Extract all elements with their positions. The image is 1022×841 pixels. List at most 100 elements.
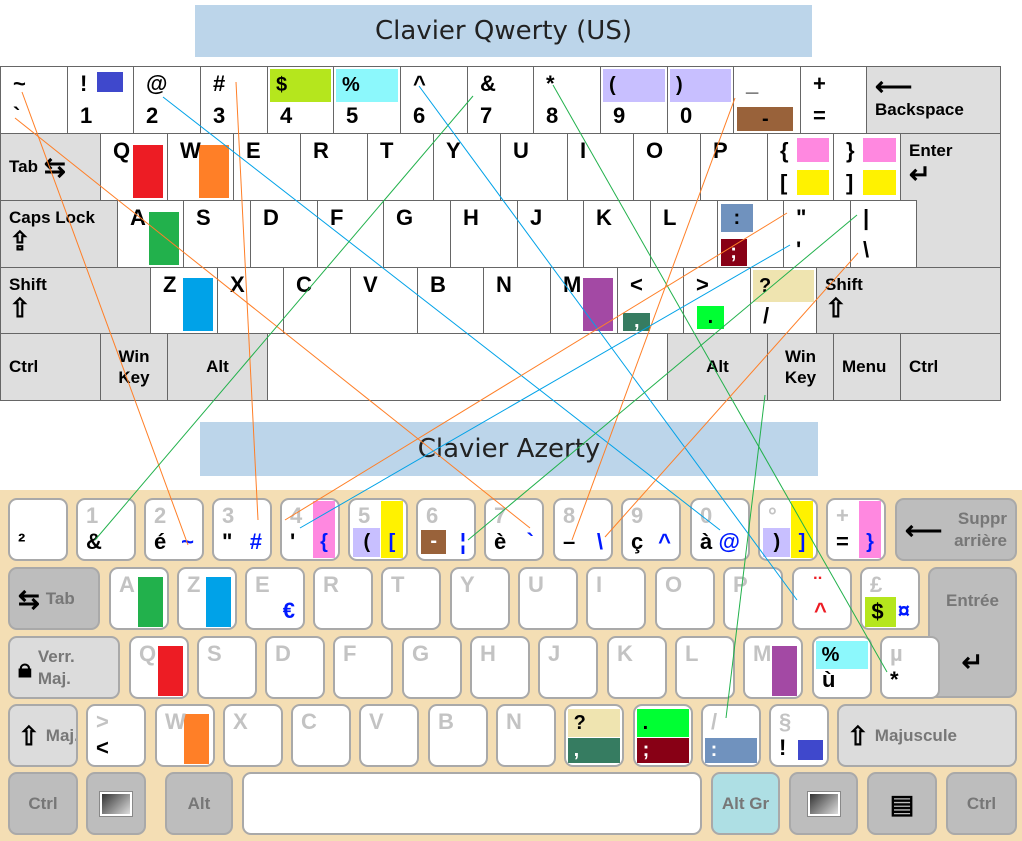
- key-h[interactable]: H: [470, 636, 530, 699]
- key-blank[interactable]: ?,: [564, 704, 624, 767]
- key-b[interactable]: B: [417, 267, 484, 334]
- key-blank[interactable]: @2: [133, 66, 201, 134]
- key-blank[interactable]: _-: [733, 66, 801, 134]
- key-9[interactable]: 9(: [600, 66, 668, 134]
- key-blank[interactable]: |\: [850, 200, 917, 268]
- key-c[interactable]: C: [283, 267, 351, 334]
- key-k[interactable]: K: [607, 636, 667, 699]
- key-k[interactable]: K: [583, 200, 651, 268]
- key-q[interactable]: Q: [129, 636, 189, 699]
- key-blank[interactable]: ▤: [867, 772, 937, 835]
- key-blank[interactable]: +=: [800, 66, 867, 134]
- key-backspace[interactable]: ⟵Backspace: [866, 66, 1001, 134]
- key-win-key[interactable]: Win Key: [100, 333, 168, 401]
- key-5[interactable]: 5%: [333, 66, 401, 134]
- key-blank[interactable]: ù%: [812, 636, 872, 699]
- key-4[interactable]: 4$: [267, 66, 334, 134]
- key-4[interactable]: 4'{: [280, 498, 340, 561]
- key-blank[interactable]: &7: [467, 66, 534, 134]
- key-x[interactable]: X: [217, 267, 284, 334]
- key-maj[interactable]: ⇧Maj.: [8, 704, 78, 767]
- key-t[interactable]: T: [381, 567, 441, 630]
- key-g[interactable]: G: [383, 200, 451, 268]
- key-ctrl[interactable]: Ctrl: [0, 333, 101, 401]
- key-n[interactable]: N: [483, 267, 551, 334]
- key-f[interactable]: F: [317, 200, 384, 268]
- key-caps-lock[interactable]: Caps Lock⇪: [0, 200, 118, 268]
- key-y[interactable]: Y: [433, 133, 501, 201]
- key-0[interactable]: 0): [667, 66, 734, 134]
- key-ctrl[interactable]: Ctrl: [900, 333, 1001, 401]
- key-alt[interactable]: Alt: [167, 333, 268, 401]
- key-j[interactable]: J: [517, 200, 584, 268]
- key-blank[interactable]: [789, 772, 858, 835]
- key-r[interactable]: R: [313, 567, 373, 630]
- key-blank[interactable]: }]: [833, 133, 901, 201]
- key-alt[interactable]: Alt: [165, 772, 233, 835]
- key-p[interactable]: P: [700, 133, 768, 201]
- key-d[interactable]: D: [250, 200, 318, 268]
- key-i[interactable]: I: [567, 133, 634, 201]
- key-tab[interactable]: ⇆Tab: [8, 567, 100, 630]
- key-1[interactable]: 1&: [76, 498, 136, 561]
- key-v[interactable]: V: [359, 704, 419, 767]
- key-ctrl[interactable]: Ctrl: [946, 772, 1017, 835]
- key-space[interactable]: [242, 772, 702, 835]
- key-entr-e[interactable]: Entrée↵: [928, 567, 1017, 698]
- key-blank[interactable]: #3: [200, 66, 268, 134]
- key-e[interactable]: E€: [245, 567, 305, 630]
- key-blank[interactable]: *8: [533, 66, 601, 134]
- key-f[interactable]: F: [333, 636, 393, 699]
- key-alt-gr[interactable]: Alt Gr: [711, 772, 780, 835]
- key-x[interactable]: X: [223, 704, 283, 767]
- key-c[interactable]: C: [291, 704, 351, 767]
- key-6[interactable]: 6¦-: [416, 498, 476, 561]
- key-8[interactable]: 8–\: [553, 498, 613, 561]
- key-blank[interactable]: +=}: [826, 498, 886, 561]
- key-blank[interactable]: ²: [8, 498, 68, 561]
- key-3[interactable]: 3"#: [212, 498, 272, 561]
- key-space[interactable]: [267, 333, 668, 401]
- key-d[interactable]: D: [265, 636, 325, 699]
- key-blank[interactable]: <,: [617, 267, 684, 334]
- key-v[interactable]: V: [350, 267, 418, 334]
- key-blank[interactable]: ~`: [0, 66, 68, 134]
- key-s[interactable]: S: [197, 636, 257, 699]
- key-n[interactable]: N: [496, 704, 556, 767]
- key-win-key[interactable]: Win Key: [767, 333, 834, 401]
- key-a[interactable]: A: [117, 200, 184, 268]
- key-e[interactable]: E: [233, 133, 301, 201]
- key-z[interactable]: Z: [177, 567, 237, 630]
- key-m[interactable]: M: [550, 267, 618, 334]
- key-blank[interactable]: /:: [701, 704, 761, 767]
- key-u[interactable]: U: [500, 133, 568, 201]
- key-shift[interactable]: Shift⇧: [816, 267, 1001, 334]
- key-a[interactable]: A: [109, 567, 169, 630]
- key-o[interactable]: O: [633, 133, 701, 201]
- key-i[interactable]: I: [586, 567, 646, 630]
- key-ctrl[interactable]: Ctrl: [8, 772, 78, 835]
- key-blank[interactable]: :;: [717, 200, 784, 268]
- key-blank[interactable]: !1: [67, 66, 134, 134]
- key-w[interactable]: W: [155, 704, 215, 767]
- key-m[interactable]: M: [743, 636, 803, 699]
- key-r[interactable]: R: [300, 133, 368, 201]
- key-l[interactable]: L: [650, 200, 718, 268]
- key-y[interactable]: Y: [450, 567, 510, 630]
- key-majuscule[interactable]: ⇧Majuscule: [837, 704, 1017, 767]
- key-blank[interactable]: [86, 772, 146, 835]
- key-blank[interactable]: µ*: [880, 636, 940, 699]
- key-verr-maj[interactable]: 🔒︎Verr. Maj.: [8, 636, 120, 699]
- key-menu[interactable]: Menu: [833, 333, 901, 401]
- key-blank[interactable]: >.: [683, 267, 751, 334]
- key-suppr-arri-re[interactable]: ⟵Suppr arrière: [895, 498, 1017, 561]
- key-blank[interactable]: /?: [750, 267, 817, 334]
- key-blank[interactable]: £¤$: [860, 567, 920, 630]
- key-alt[interactable]: Alt: [667, 333, 768, 401]
- key-blank[interactable]: "': [783, 200, 851, 268]
- key-q[interactable]: Q: [100, 133, 168, 201]
- key-j[interactable]: J: [538, 636, 598, 699]
- key-5[interactable]: 5([: [348, 498, 408, 561]
